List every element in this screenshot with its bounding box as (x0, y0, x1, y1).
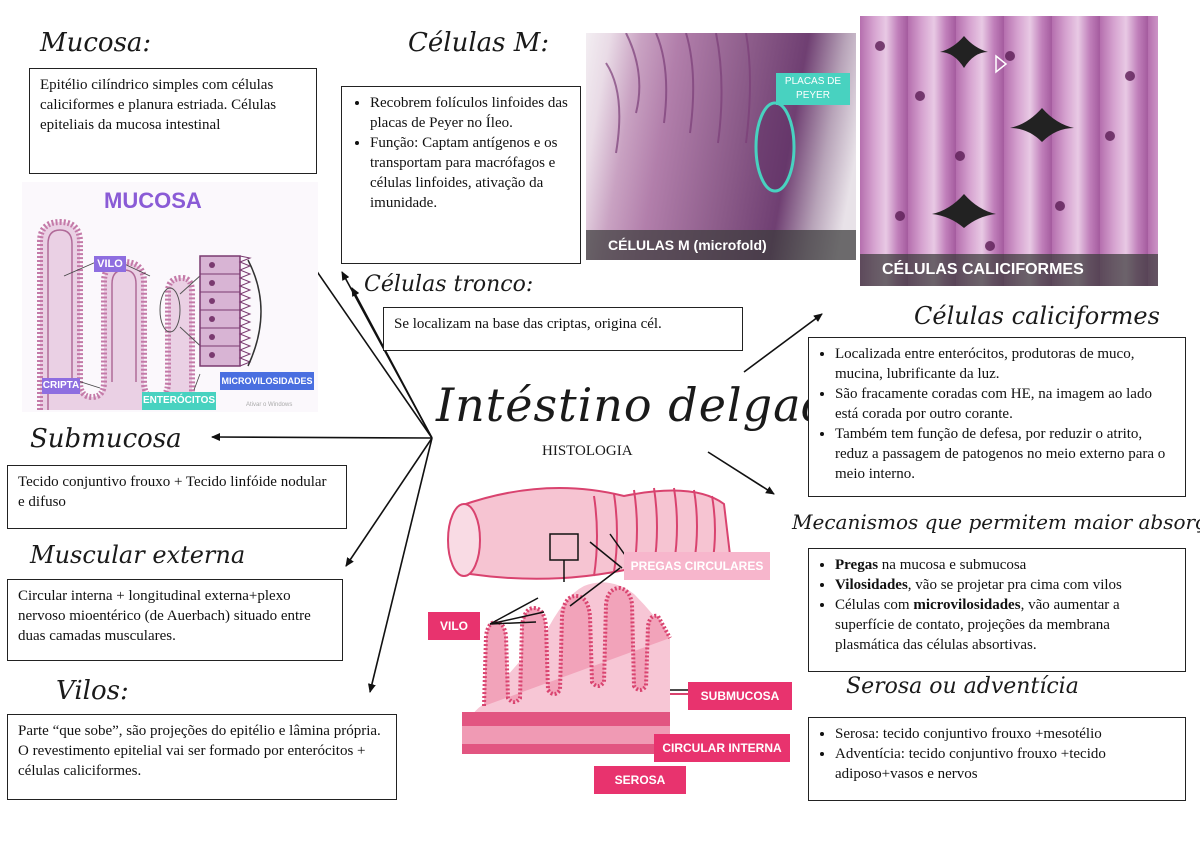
intestine-figure: PREGAS CIRCULARES VILO SUBMUCOSA CIRCULA… (424, 476, 796, 796)
vilos-box: Parte “que sobe”, são projeções do epité… (7, 714, 397, 800)
label-circular-interna: CIRCULAR INTERNA (654, 734, 790, 762)
celulas-tronco-text: Se localizam na base das criptas, origin… (394, 316, 662, 332)
label-celulas-caliciformes: CÉLULAS CALICIFORMES (860, 254, 1158, 286)
submucosa-text: Tecido conjuntivo frouxo + Tecido linfói… (18, 474, 327, 510)
mucosa-figure: MUCOSA VILO CRIPTA ENTERÓCITOS MICROVILO… (22, 182, 318, 412)
serosa-item: Serosa: tecido conjuntivo frouxo +mesoté… (835, 724, 1177, 744)
mecanismos-item: Células com microvilosidades, vão aument… (835, 595, 1177, 655)
celulas-m-box: Recobrem folículos linfoides das placas … (341, 86, 581, 264)
micrograph-celulas-m: PLACAS DE PEYER CÉLULAS M (microfold) (586, 33, 856, 260)
tag-placas-de-peyer: PLACAS DE PEYER (776, 73, 850, 105)
submucosa-box: Tecido conjuntivo frouxo + Tecido linfói… (7, 465, 347, 529)
celulas-tronco-heading: Células tronco: (364, 272, 533, 297)
celulas-m-item: Recobrem folículos linfoides das placas … (370, 93, 570, 133)
goblet-cells (860, 16, 1158, 286)
vilos-text: Parte “que sobe”, são projeções do epité… (18, 723, 381, 779)
celulas-caliciformes-item: São fracamente coradas com HE, na imagem… (835, 384, 1177, 424)
celulas-caliciformes-heading: Células caliciformes (914, 302, 1160, 330)
celulas-caliciformes-item: Também tem função de defesa, por reduzir… (835, 424, 1177, 484)
muscular-externa-text: Circular interna + longitudinal externa+… (18, 588, 311, 644)
mecanismos-box: Pregas na mucosa e submucosa Vilosidades… (808, 548, 1186, 672)
label-cripta: CRIPTA (42, 378, 80, 394)
arrow-to-submucosa (212, 437, 432, 438)
mucosa-box: Epitélio cilíndrico simples com células … (29, 68, 317, 174)
label-vilo: VILO (94, 256, 126, 272)
arrow-to-vilos (370, 438, 432, 692)
muscular-externa-heading: Muscular externa (30, 541, 245, 569)
micrograph-texture (586, 33, 856, 260)
micrograph-celulas-caliciformes: CÉLULAS CALICIFORMES (860, 16, 1158, 286)
celulas-tronco-box: Se localizam na base das criptas, origin… (383, 307, 743, 351)
serosa-box: Serosa: tecido conjuntivo frouxo +mesoté… (808, 717, 1186, 801)
label-vilo-section: VILO (428, 612, 480, 640)
label-submucosa: SUBMUCOSA (688, 682, 792, 710)
celulas-m-item: Função: Captam antígenos e os transporta… (370, 133, 570, 213)
muscular-externa-box: Circular interna + longitudinal externa+… (7, 579, 343, 661)
mecanismos-item: Pregas na mucosa e submucosa (835, 555, 1177, 575)
vilos-heading: Vilos: (56, 676, 129, 706)
celulas-caliciformes-box: Localizada entre enterócitos, produtoras… (808, 337, 1186, 497)
watermark: Ativar o Windows (246, 402, 292, 408)
submucosa-heading: Submucosa (30, 424, 182, 454)
serosa-item: Adventícia: tecido conjuntivo frouxo +te… (835, 744, 1177, 784)
celulas-caliciformes-item: Localizada entre enterócitos, produtoras… (835, 344, 1177, 384)
arrow-to-muscular-externa (346, 438, 432, 566)
label-pregas-circulares: PREGAS CIRCULARES (624, 552, 770, 580)
mucosa-heading: Mucosa: (40, 28, 151, 58)
central-title: Intéstino delgado (436, 378, 861, 432)
mecanismos-item: Vilosidades, vão se projetar pra cima co… (835, 575, 1177, 595)
central-subtitle: HISTOLOGIA (542, 443, 633, 460)
label-celulas-m-microfold: CÉLULAS M (microfold) (586, 230, 856, 260)
label-microvilosidades: MICROVILOSIDADES (220, 372, 314, 390)
mucosa-text: Epitélio cilíndrico simples com células … (40, 77, 276, 133)
label-enterocitos: ENTERÓCITOS (142, 392, 216, 410)
label-serosa: SEROSA (594, 766, 686, 794)
mecanismos-heading: Mecanismos que permitem maior absorção: (792, 510, 1200, 534)
serosa-heading: Serosa ou adventícia (846, 674, 1079, 699)
celulas-m-heading: Células M: (408, 28, 549, 58)
